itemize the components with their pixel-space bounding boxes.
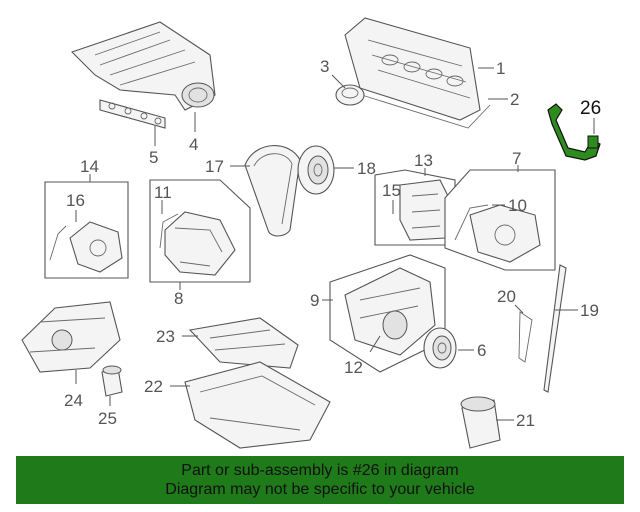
callout-6[interactable]: 6 — [477, 341, 486, 360]
callout-9[interactable]: 9 — [310, 291, 319, 310]
callout-10[interactable]: 10 — [508, 196, 527, 215]
oil-pressure-sensor[interactable] — [101, 365, 123, 397]
callout-23[interactable]: 23 — [156, 327, 175, 346]
engine-parts-diagram: 1 2 3 4 5 6 7 8 9 10 11 12 13 14 15 16 1… — [21, 17, 601, 449]
valve-cover-gasket[interactable] — [351, 91, 491, 129]
seal-10[interactable] — [454, 204, 489, 241]
callout-5[interactable]: 5 — [149, 148, 158, 167]
leader-20 — [514, 304, 524, 314]
callout-2[interactable]: 2 — [510, 90, 519, 109]
callout-8[interactable]: 8 — [174, 289, 183, 308]
callout-21[interactable]: 21 — [516, 411, 535, 430]
callout-7[interactable]: 7 — [512, 149, 521, 168]
leader-3 — [331, 74, 346, 89]
callout-19[interactable]: 19 — [580, 301, 599, 320]
callout-11[interactable]: 11 — [154, 183, 172, 202]
dipstick[interactable] — [543, 264, 567, 393]
oil-pump[interactable] — [21, 301, 121, 373]
callout-24[interactable]: 24 — [64, 391, 83, 410]
intake-manifold[interactable] — [70, 21, 216, 111]
leader-12 — [369, 335, 381, 353]
seal-16[interactable] — [49, 225, 67, 261]
timing-pulley[interactable] — [297, 145, 335, 195]
oil-filler-cap[interactable] — [335, 84, 365, 106]
banner-line-1: Part or sub-assembly is #26 in diagram — [181, 462, 459, 479]
timing-cover-lower[interactable] — [69, 221, 123, 273]
timing-belt[interactable] — [244, 145, 301, 237]
crankshaft-pulley[interactable] — [423, 327, 457, 369]
callout-4[interactable]: 4 — [189, 135, 198, 154]
timing-cover-front[interactable] — [344, 267, 436, 356]
dipstick-tube[interactable] — [518, 311, 533, 363]
timing-cover-rear[interactable] — [164, 211, 236, 276]
callout-17[interactable]: 17 — [205, 157, 224, 176]
callout-18[interactable]: 18 — [357, 159, 376, 178]
callout-22[interactable]: 22 — [144, 377, 163, 396]
callout-14[interactable]: 14 — [80, 157, 99, 176]
oil-pan[interactable] — [184, 361, 331, 449]
oil-filter[interactable] — [460, 396, 501, 449]
banner-line-2: Diagram may not be specific to your vehi… — [165, 481, 475, 498]
callout-20[interactable]: 20 — [497, 287, 516, 306]
callout-12[interactable]: 12 — [344, 358, 363, 377]
timing-cover-upper-front[interactable] — [399, 179, 451, 241]
part-26-sensor-harness[interactable] — [547, 103, 601, 161]
callout-16[interactable]: 16 — [66, 191, 85, 210]
callout-3[interactable]: 3 — [320, 57, 329, 76]
valve-cover[interactable] — [344, 17, 481, 121]
gasket-11[interactable] — [159, 213, 179, 249]
callout-13[interactable]: 13 — [414, 151, 433, 170]
callout-25[interactable]: 25 — [98, 409, 117, 428]
baffle-plate[interactable] — [188, 317, 299, 369]
callout-26[interactable]: 26 — [580, 98, 601, 119]
banner: Part or sub-assembly is #26 in diagram D… — [16, 456, 624, 504]
callout-15[interactable]: 15 — [382, 181, 401, 200]
intake-gasket[interactable] — [99, 99, 166, 129]
callout-1[interactable]: 1 — [496, 59, 505, 78]
